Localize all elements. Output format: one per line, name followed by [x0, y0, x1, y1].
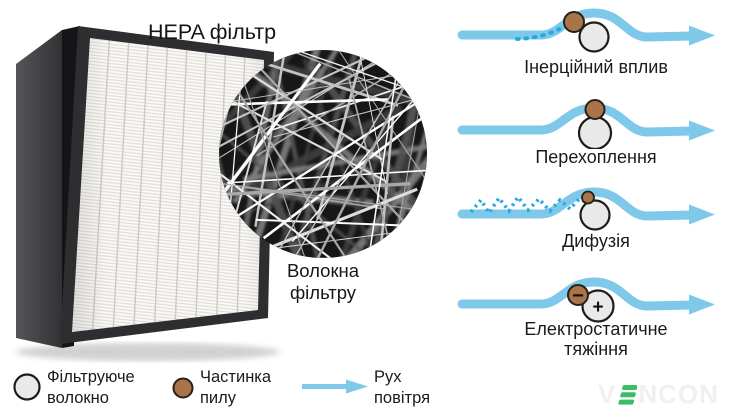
interception-diagram: [457, 99, 715, 149]
brownian-motion-dots: [469, 193, 587, 217]
logo-suffix: NCON: [638, 379, 719, 409]
minus-sign: −: [572, 285, 584, 307]
air-flow-line: [457, 277, 696, 311]
legend-fiber-label: Фільтруюче волокно: [47, 368, 135, 407]
diffusion-diagram: [457, 187, 715, 231]
fiber-circle: [579, 199, 611, 231]
air-flow-arrowhead: [689, 120, 715, 141]
fiber-circle: [577, 115, 613, 149]
mechanism-label-electrostatic: Електростатичне тяжіння: [524, 319, 668, 359]
filter-face-shading: [72, 38, 264, 332]
air-flow-line: [457, 187, 696, 221]
filter-foam-side: [16, 30, 62, 348]
air-flow-arrowhead: [689, 25, 715, 46]
filter-shadow: [16, 343, 280, 361]
electrostatic-diagram: − +: [457, 277, 715, 323]
mechanism-label-inertia: Інерційний вплив: [524, 57, 668, 77]
inertia-diagram: [457, 8, 715, 53]
fiber-microscope-image: [219, 50, 427, 258]
legend-particle-label: Частинка пилу: [200, 368, 272, 407]
dust-particle: [581, 190, 595, 205]
dust-particle: [567, 284, 589, 306]
mechanism-label-interception: Перехоплення: [535, 147, 657, 167]
vencon-logo: V NCON: [598, 379, 719, 410]
legend-air-label: Рух повітря: [374, 368, 431, 407]
fiber-inset-label: Волокна фільтру: [286, 260, 360, 303]
vencon-e-icon: [618, 384, 638, 405]
legend-fiber-circle-icon: [13, 373, 41, 401]
legend-air-arrow-icon: [302, 379, 368, 394]
fiber-circle: [581, 289, 615, 323]
fiber-circle: [578, 21, 610, 53]
page-title: HEPA фільтр: [148, 20, 277, 44]
air-flow-arrowhead: [689, 294, 715, 315]
air-flow-line: [457, 103, 696, 137]
legend-dust-particle-icon: [172, 377, 194, 399]
particle-trajectory-dots: [515, 23, 569, 41]
plus-sign: +: [592, 297, 603, 318]
dust-particle: [563, 11, 585, 33]
hepa-filter-illustration: [16, 26, 280, 361]
dust-particle: [584, 99, 606, 120]
air-flow-arrowhead: [689, 204, 715, 225]
logo-prefix: V: [598, 379, 617, 409]
mechanism-label-diffusion: Дифузія: [562, 231, 630, 251]
